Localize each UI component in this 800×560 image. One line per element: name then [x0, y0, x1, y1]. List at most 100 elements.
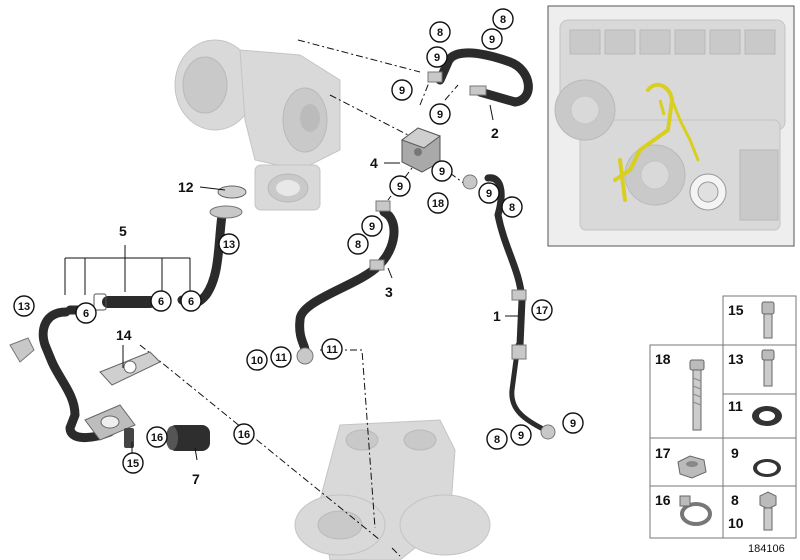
- bolt-18-icon: [689, 359, 705, 431]
- svg-text:18: 18: [432, 198, 444, 210]
- legend-17: 17: [655, 445, 671, 461]
- legend-8: 8: [731, 492, 739, 508]
- gasket-14: [99, 351, 161, 386]
- callout-bubbles: 8 9 9 8 9 9 9 9 18 9 8 10 11 11 9 8 17 8…: [13, 8, 584, 474]
- svg-text:11: 11: [275, 352, 287, 364]
- callout-10: 10: [246, 349, 268, 371]
- svg-text:6: 6: [83, 308, 89, 320]
- svg-text:9: 9: [399, 85, 405, 97]
- callout-8: 8: [347, 233, 369, 255]
- svg-text:9: 9: [439, 166, 445, 178]
- label-part-12: 12: [178, 179, 194, 195]
- callout-6: 6: [180, 290, 202, 312]
- bolt-13-icon: [761, 349, 775, 387]
- callout-9: 9: [431, 160, 453, 182]
- gasket-12: [217, 185, 247, 199]
- callout-13: 13: [13, 295, 35, 317]
- svg-text:8: 8: [500, 14, 506, 26]
- legend-11: 11: [728, 398, 743, 414]
- svg-text:15: 15: [127, 458, 139, 470]
- svg-text:9: 9: [397, 181, 403, 193]
- flange-lower: [84, 404, 136, 441]
- svg-text:13: 13: [223, 239, 235, 251]
- label-part-14: 14: [116, 327, 132, 343]
- svg-text:9: 9: [369, 221, 375, 233]
- bolt-8-10-icon: [759, 491, 777, 531]
- seal-ring-9-icon: [753, 459, 781, 477]
- callout-8: 8: [429, 21, 451, 43]
- label-part-5: 5: [119, 223, 127, 239]
- svg-text:9: 9: [518, 430, 524, 442]
- callout-16: 16: [146, 426, 168, 448]
- seal-ring-11-icon: [752, 406, 782, 426]
- callout-9: 9: [429, 103, 451, 125]
- svg-text:13: 13: [18, 301, 30, 313]
- oil-pipe-13-upper: [177, 205, 243, 308]
- callout-8: 8: [486, 428, 508, 450]
- svg-text:9: 9: [437, 109, 443, 121]
- legend-18: 18: [655, 351, 671, 367]
- fastener-legend-table: 15 18 13 11 9 17 16 8 10: [649, 295, 797, 539]
- svg-text:9: 9: [570, 418, 576, 430]
- turbocharger-lower-illustration: [294, 419, 491, 560]
- svg-text:8: 8: [509, 202, 515, 214]
- callout-6: 6: [75, 302, 97, 324]
- bolt-15-icon: [761, 301, 775, 339]
- callout-9: 9: [426, 46, 448, 68]
- label-part-4: 4: [370, 155, 378, 171]
- callout-9: 9: [478, 182, 500, 204]
- engine-overview-inset: [547, 5, 795, 247]
- callout-8: 8: [492, 8, 514, 30]
- svg-text:11: 11: [326, 344, 338, 356]
- callout-9: 9: [361, 215, 383, 237]
- distributor-block-4: [400, 127, 442, 173]
- callout-9: 9: [510, 424, 532, 446]
- label-part-1: 1: [493, 308, 501, 324]
- svg-text:16: 16: [151, 432, 163, 444]
- legend-13: 13: [728, 351, 744, 367]
- svg-text:17: 17: [536, 305, 548, 317]
- svg-text:6: 6: [158, 296, 164, 308]
- callout-18: 18: [427, 192, 449, 214]
- part-labels: 1 2 3 4 5 7 12 14: [116, 125, 501, 487]
- engine-block-illustration: [554, 19, 786, 231]
- svg-text:9: 9: [434, 52, 440, 64]
- svg-text:10: 10: [251, 355, 263, 367]
- oil-line-3: [295, 200, 399, 365]
- svg-text:6: 6: [188, 296, 194, 308]
- svg-text:8: 8: [355, 239, 361, 251]
- callout-16: 16: [233, 423, 255, 445]
- svg-text:9: 9: [486, 188, 492, 200]
- hex-nut-17-icon: [677, 455, 707, 479]
- callout-11: 11: [321, 338, 343, 360]
- label-part-3: 3: [385, 284, 393, 300]
- callout-17: 17: [531, 299, 553, 321]
- legend-15: 15: [728, 302, 744, 318]
- callout-15: 15: [122, 452, 144, 474]
- svg-text:16: 16: [238, 429, 250, 441]
- callout-9: 9: [389, 175, 411, 197]
- oil-return-line-1: [462, 174, 556, 440]
- legend-10: 10: [728, 515, 744, 531]
- callout-9: 9: [391, 79, 413, 101]
- callout-9: 9: [481, 28, 503, 50]
- svg-text:8: 8: [494, 434, 500, 446]
- callout-9: 9: [562, 412, 584, 434]
- svg-text:8: 8: [437, 27, 443, 39]
- oil-feed-line-2: [427, 48, 533, 107]
- legend-9: 9: [731, 445, 739, 461]
- hose-clamp-16-icon: [679, 495, 712, 526]
- callout-13: 13: [218, 233, 240, 255]
- svg-text:9: 9: [489, 34, 495, 46]
- turbocharger-upper-illustration: [174, 39, 341, 211]
- label-part-2: 2: [491, 125, 499, 141]
- callout-11: 11: [270, 346, 292, 368]
- label-part-7: 7: [192, 471, 200, 487]
- callout-6: 6: [150, 290, 172, 312]
- callout-8: 8: [501, 196, 523, 218]
- highlighted-oil-lines: [613, 82, 700, 202]
- image-number: 184106: [748, 543, 785, 555]
- legend-16: 16: [655, 492, 671, 508]
- hose-7: [124, 425, 210, 451]
